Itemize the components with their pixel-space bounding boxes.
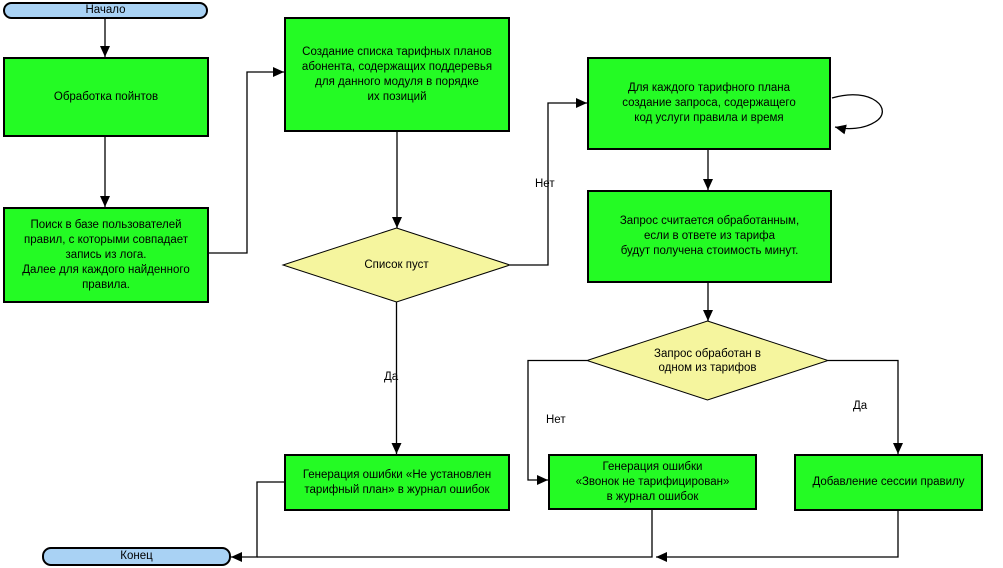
node-start: Начало — [3, 2, 208, 19]
edge-add-session-to-junction — [656, 511, 899, 562]
edge-processed-no-to-error-not-charged — [527, 359, 587, 485]
edge-error-no-plan-to-end — [231, 481, 284, 562]
node-error-not-charged: Генерация ошибки «Звонок не тарифицирова… — [548, 454, 757, 510]
node-create-list: Создание списка тарифных планов абонента… — [284, 17, 510, 132]
node-request-processed-rule: Запрос считается обработанным, если в от… — [587, 190, 832, 283]
node-process-points: Обработка пойнтов — [3, 57, 209, 137]
decision-request-processed-label: Запрос обработан в одном из тарифов — [654, 347, 761, 374]
edge-list-empty-no-to-create-request — [510, 98, 587, 266]
edge-label-request-processed-yes: Да — [853, 400, 868, 412]
edge-label-request-processed-no: Нет — [546, 414, 566, 426]
edge-create-request-self-loop — [831, 94, 883, 135]
decision-list-empty-shape — [281, 227, 512, 303]
edge-error-not-charged-to-end — [257, 510, 653, 558]
node-end: Конец — [42, 547, 231, 566]
decision-list-empty-label: Список пуст — [364, 259, 429, 271]
edge-label-list-empty-yes: Да — [384, 371, 399, 383]
edge-search-to-create-list — [209, 67, 284, 254]
node-search-rules: Поиск в базе пользователей правил, с кот… — [3, 207, 209, 303]
decision-request-processed-shape — [585, 320, 830, 401]
edge-label-list-empty-no: Нет — [535, 178, 555, 190]
edge-processed-yes-to-add-session — [828, 359, 903, 454]
node-error-no-plan: Генерация ошибки «Не установлен тарифный… — [284, 454, 510, 511]
node-create-request: Для каждого тарифного плана создание зап… — [587, 57, 831, 150]
node-add-session: Добавление сессии правилу — [794, 454, 983, 511]
